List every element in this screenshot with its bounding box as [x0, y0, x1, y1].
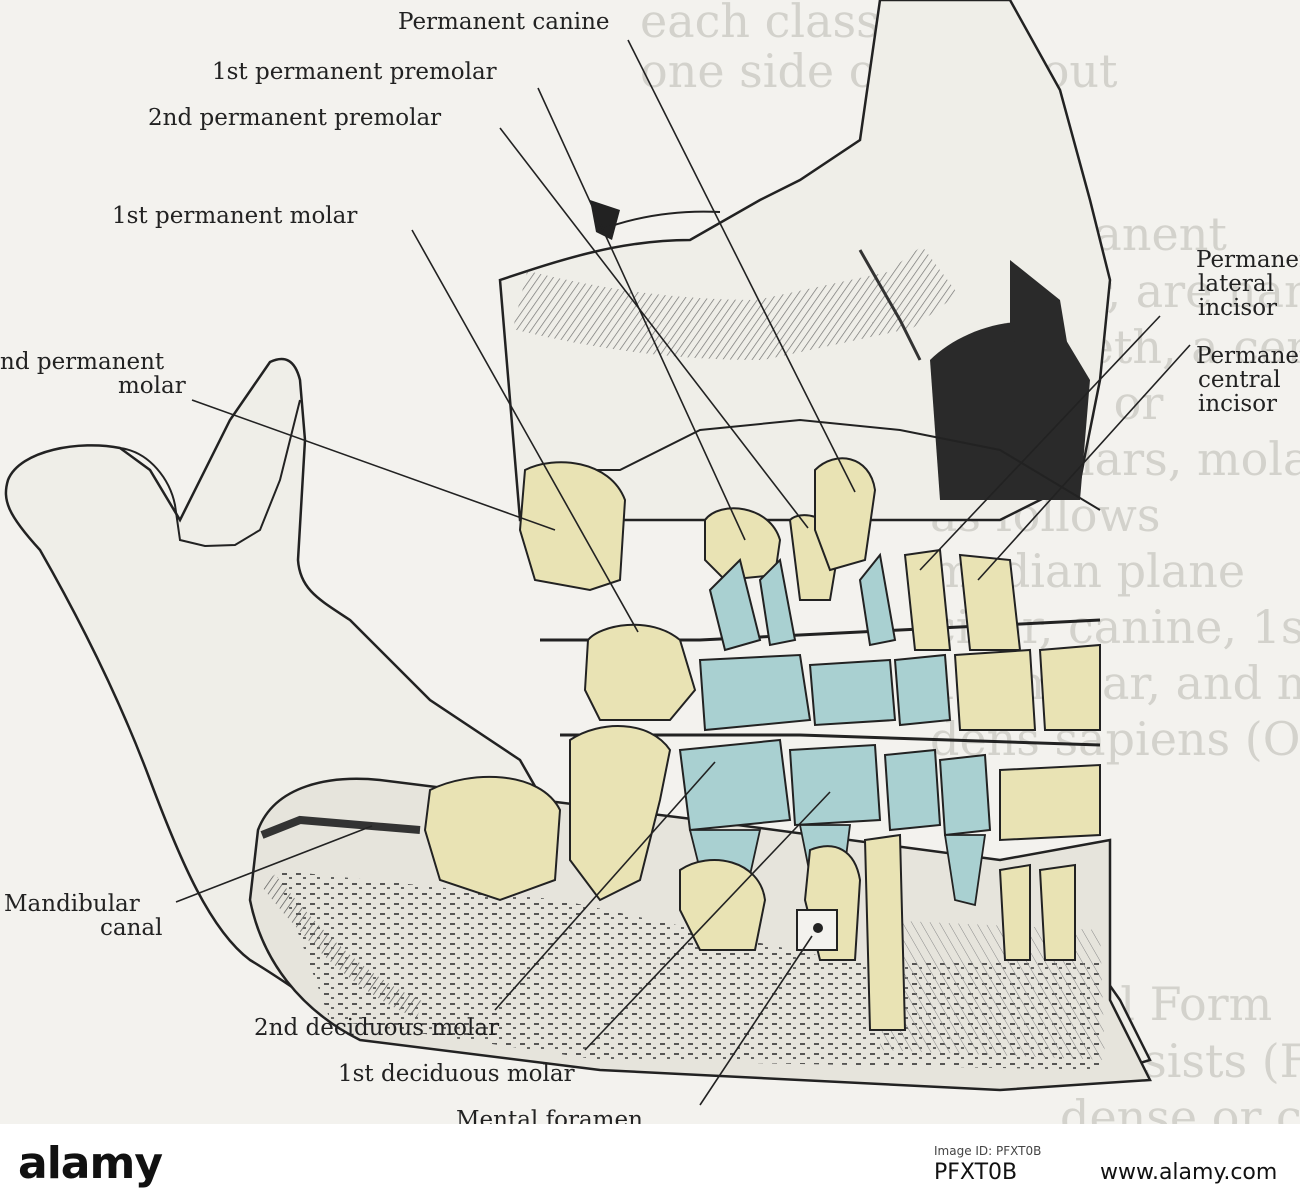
label-mandibular-canal-line1: Mandibular [4, 891, 140, 917]
label-2nd-permanent-molar-line2: molar [118, 373, 186, 399]
tooth-lower-permanent-molar-bud [423, 775, 562, 902]
tooth-deciduous-lower [883, 748, 942, 832]
label-permanent-central-incisor-line3: incisor [1198, 391, 1278, 417]
illustration-scene: each class of one side of the mout The p… [0, 0, 1300, 1124]
tooth-2nd-permanent-molar [518, 461, 627, 592]
alamy-logo: alamy [18, 1138, 163, 1189]
image-id: PFXT0B [934, 1160, 1018, 1185]
tooth-2nd-deciduous-molar [678, 738, 792, 832]
tooth-deciduous-upper [1038, 643, 1101, 731]
leader-lines [175, 39, 1191, 1106]
label-permanent-lateral-incisor-line3: incisor [1198, 295, 1278, 321]
tooth-deciduous-upper [758, 557, 797, 647]
tooth-deciduous-upper [893, 653, 952, 727]
tooth-deciduous-upper [708, 558, 762, 652]
label-mandibular-canal-line2: canal [100, 915, 163, 941]
label-permanent-lateral-incisor-line1: Permanent [1196, 247, 1300, 273]
tooth-deciduous-upper [858, 552, 897, 647]
tooth-lower-permanent-molar-bud [569, 725, 672, 902]
tooth-permanent-central-incisor [958, 553, 1022, 651]
label-1st-permanent-molar: 1st permanent molar [112, 203, 358, 229]
site-url: www.alamy.com [1100, 1160, 1278, 1185]
watermark-footer [0, 1124, 1300, 1204]
tooth-1st-permanent-molar [583, 623, 697, 721]
label-permanent-central-incisor-line2: central [1198, 367, 1281, 393]
tooth-lower-incisor [999, 763, 1101, 842]
tooth-deciduous-upper [698, 653, 812, 732]
tooth-deciduous-lower [938, 753, 992, 837]
label-1st-permanent-premolar: 1st permanent premolar [212, 59, 497, 85]
label-1st-deciduous-molar: 1st deciduous molar [338, 1061, 575, 1087]
label-2nd-permanent-molar-line1: nd permanent [0, 349, 165, 375]
jaw-illustration [4, 0, 1191, 1106]
image-id-caption: Image ID: PFXT0B [934, 1144, 1042, 1158]
label-permanent-canine: Permanent canine [398, 9, 610, 35]
tooth-deciduous-upper [808, 658, 897, 727]
label-2nd-permanent-premolar: 2nd permanent premolar [148, 105, 442, 131]
tooth-deciduous-upper [953, 648, 1037, 731]
label-permanent-central-incisor-line1: Permanent [1196, 343, 1300, 369]
background-text: dense or crown [1060, 1090, 1300, 1124]
tooth-permanent-canine [814, 457, 877, 572]
label-2nd-deciduous-molar: 2nd deciduous molar [254, 1015, 500, 1041]
tooth-permanent-lateral-incisor [903, 548, 952, 651]
label-mental-foramen: Mental foramen [456, 1107, 643, 1125]
label-permanent-lateral-incisor-line2: lateral [1198, 271, 1274, 297]
tooth-1st-deciduous-molar [788, 743, 882, 827]
tooth-lower-permanent-canine-bud [863, 833, 907, 1031]
tooth-lower-permanent-incisor-bud [998, 863, 1031, 961]
tooth-lower-permanent-incisor-bud [1038, 863, 1076, 961]
